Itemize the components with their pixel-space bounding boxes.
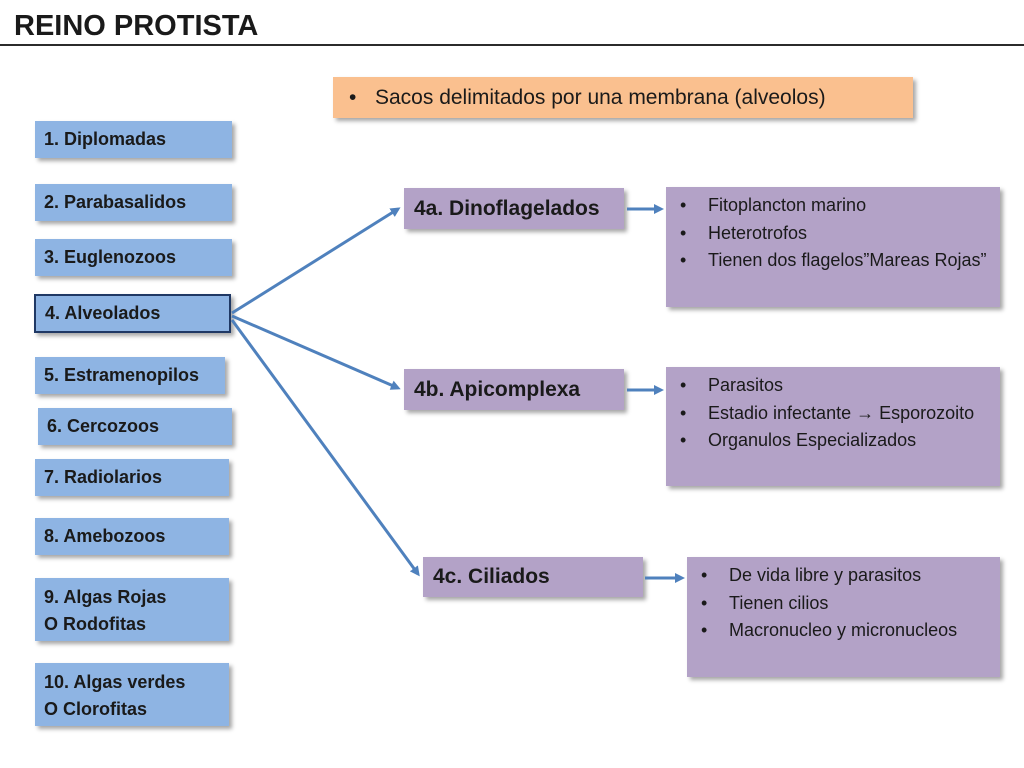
description-item: Heterotrofos (676, 220, 992, 248)
category-box-2: 2. Parabasalidos (35, 184, 232, 221)
description-item: Fitoplancton marino (676, 192, 992, 220)
category-label: 9. Algas Rojas (44, 587, 167, 607)
description-item: Estadio infectante → Esporozoito (676, 400, 992, 428)
description-box-ciliados: De vida libre y parasitos Tienen cilios … (687, 557, 1000, 677)
category-label-line2: O Clorofitas (44, 699, 148, 719)
category-label: 2. Parabasalidos (44, 192, 187, 212)
description-item: Tienen dos flagelos”Mareas Rojas” (676, 247, 992, 275)
page-title: REINO PROTISTA (14, 10, 259, 42)
description-item: Parasitos (676, 372, 992, 400)
alveoli-header-box: • Sacos delimitados por una membrana (al… (333, 77, 913, 118)
subgroup-label: 4a. Dinoflagelados (414, 196, 600, 220)
description-box-dinoflagelados: Fitoplancton marino Heterotrofos Tienen … (666, 187, 1000, 307)
category-label: 6. Cercozoos (47, 416, 160, 436)
category-box-8: 8. Amebozoos (35, 518, 229, 555)
category-label-line2: O Rodofitas (44, 614, 146, 634)
category-box-9: 9. Algas Rojas O Rodofitas (35, 578, 229, 641)
category-label: 5. Estramenopilos (44, 365, 200, 385)
arrow-to-apicomplexa (231, 314, 401, 390)
subgroup-box-apicomplexa: 4b. Apicomplexa (404, 369, 624, 410)
title-divider (0, 44, 1024, 46)
category-box-4-selected: 4. Alveolados (34, 294, 231, 333)
category-box-7: 7. Radiolarios (35, 459, 229, 496)
subgroup-label: 4b. Apicomplexa (414, 377, 581, 401)
subgroup-label: 4c. Ciliados (433, 565, 550, 588)
arrow-to-dinoflagelados (231, 207, 401, 315)
category-label: 3. Euglenozoos (44, 247, 177, 267)
category-box-5: 5. Estramenopilos (35, 357, 225, 394)
description-item: Tienen cilios (697, 590, 992, 618)
header-text: Sacos delimitados por una membrana (alve… (375, 85, 826, 109)
category-box-1: 1. Diplomadas (35, 121, 232, 158)
category-label: 10. Algas verdes (44, 672, 186, 692)
category-label: 8. Amebozoos (44, 526, 166, 546)
bullet-icon: • (349, 85, 357, 109)
category-box-10: 10. Algas verdes O Clorofitas (35, 663, 229, 726)
arrow-to-ciliados (230, 319, 420, 577)
category-label: 4. Alveolados (45, 303, 161, 323)
subgroup-box-ciliados: 4c. Ciliados (423, 557, 643, 597)
description-item: Macronucleo y micronucleos (697, 617, 992, 645)
description-item: De vida libre y parasitos (697, 562, 992, 590)
category-label: 1. Diplomadas (44, 129, 167, 149)
category-box-6: 6. Cercozoos (38, 408, 232, 445)
subgroup-box-dinoflagelados: 4a. Dinoflagelados (404, 188, 624, 229)
description-item: Organulos Especializados (676, 427, 992, 455)
category-label: 7. Radiolarios (44, 467, 163, 487)
description-box-apicomplexa: Parasitos Estadio infectante → Esporozoi… (666, 367, 1000, 486)
category-box-3: 3. Euglenozoos (35, 239, 232, 276)
